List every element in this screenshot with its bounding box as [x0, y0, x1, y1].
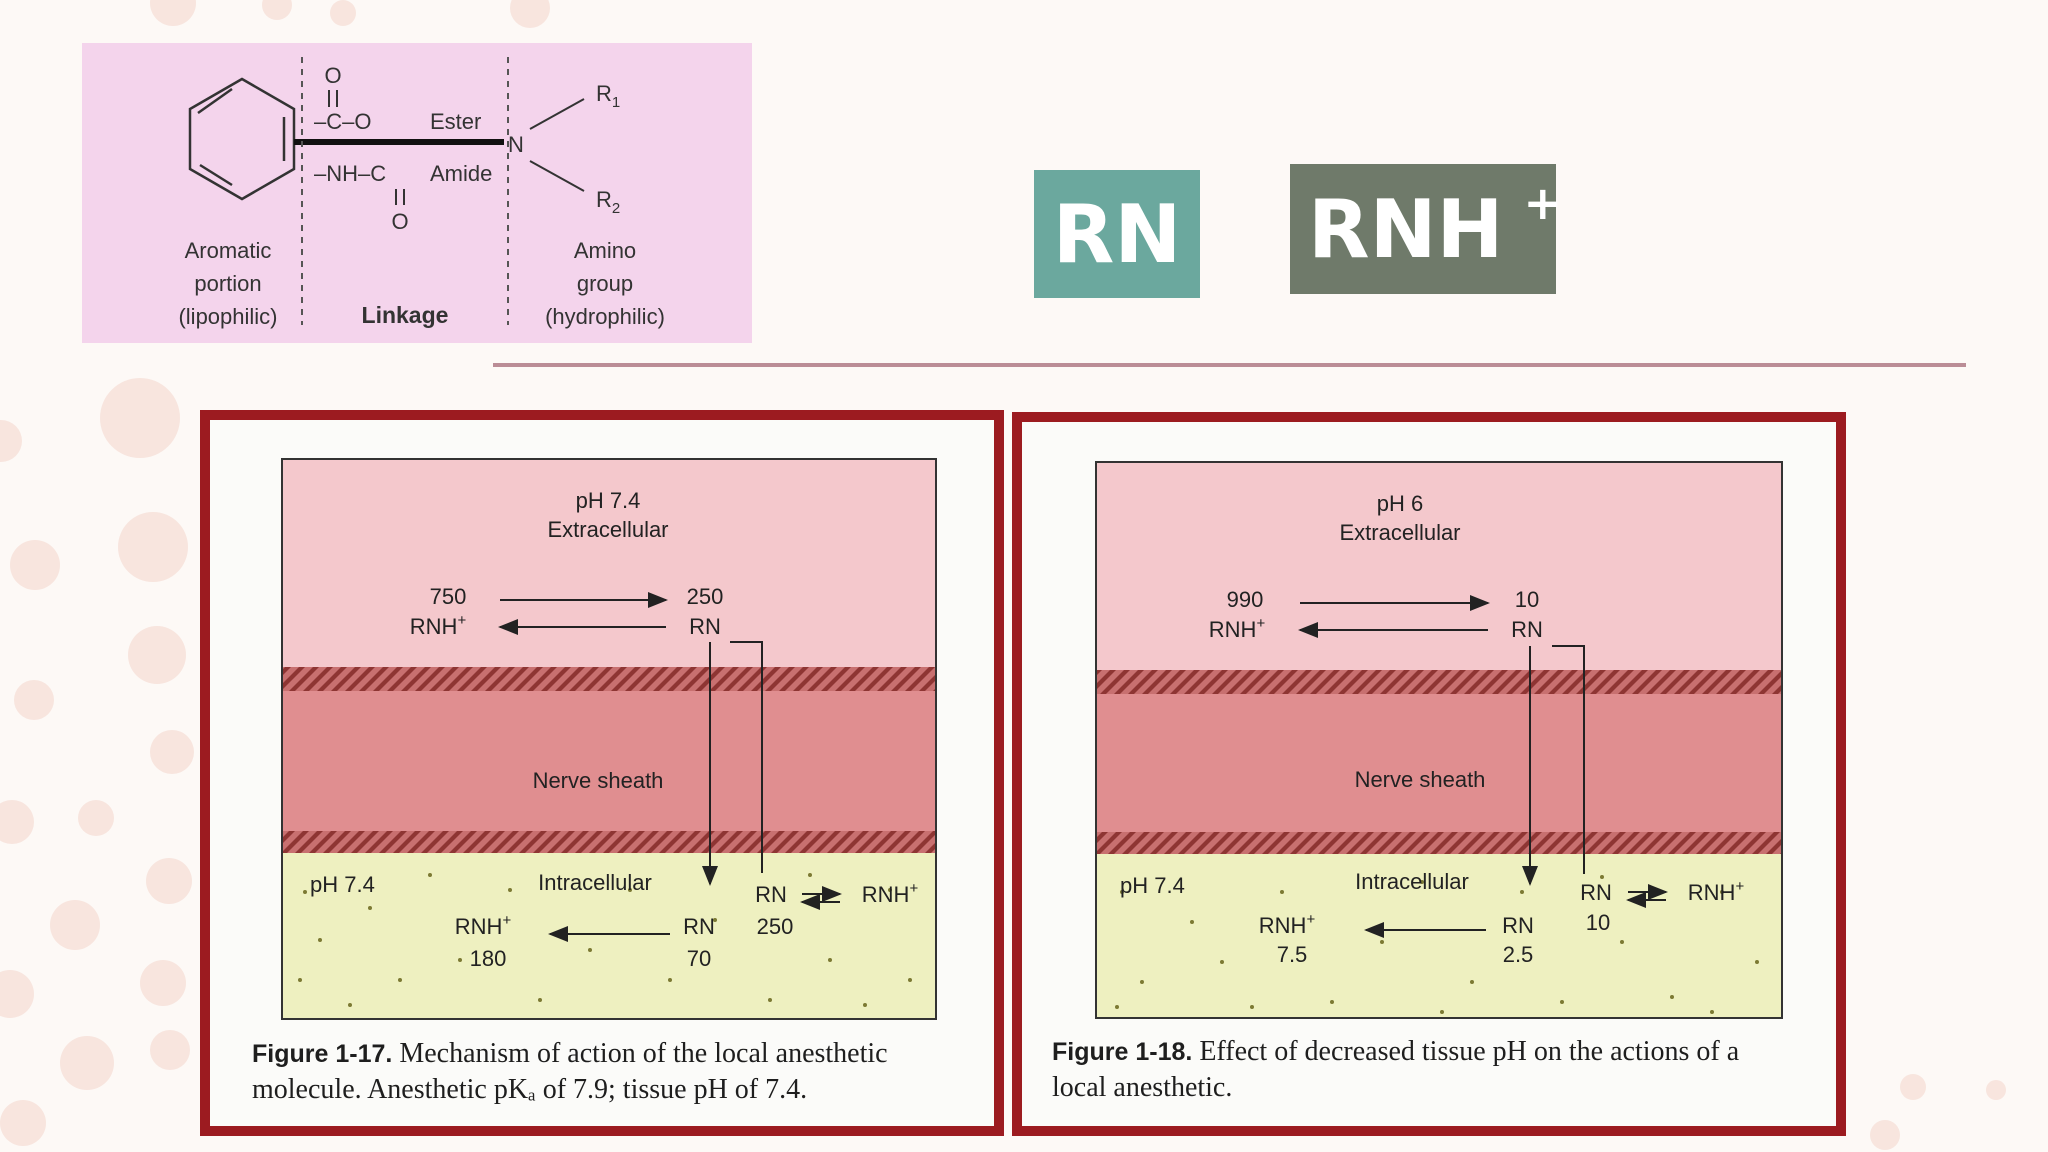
intracellular-ph: pH 7.4	[310, 872, 375, 897]
extracellular-rnh: RNH+	[1209, 615, 1266, 642]
extracellular-rnh-value: 990	[1227, 587, 1264, 612]
equilibrium-rn-value: 10	[1586, 910, 1610, 935]
ester-bond: –C–O	[314, 109, 371, 134]
intracellular-ph: pH 7.4	[1120, 873, 1185, 898]
intracellular-label: Intracellular	[538, 870, 652, 895]
extracellular-ph: pH 7.4	[576, 488, 641, 513]
r2-label: R2	[596, 187, 620, 217]
amide-carbonyl-oxygen: O	[391, 209, 408, 234]
intracellular-label: Intracellular	[1355, 869, 1469, 894]
r1-label: R1	[596, 81, 620, 111]
amide-bond: –NH–C	[314, 161, 386, 186]
ester-carbonyl-oxygen: O	[324, 63, 341, 88]
rn-badge: RN	[1034, 170, 1200, 298]
rnh-badge-label: RNH	[1308, 182, 1504, 276]
caption-label: Figure 1-17.	[252, 1040, 393, 1068]
figure-1-17: pH 7.4 Extracellular 750 RNH+ 250 RN Ner…	[200, 410, 1004, 1136]
divider-line	[493, 363, 1966, 367]
caption-text: Mechanism of action of the local anesthe…	[399, 1038, 888, 1069]
intracellular-rnh: RNH+	[1259, 911, 1316, 938]
amino-label: group	[577, 271, 633, 296]
caption-text: molecule. Anesthetic pKₐ of 7.9; tissue …	[252, 1074, 808, 1105]
diffusion-line	[730, 641, 763, 873]
extracellular-rn: RN	[689, 614, 721, 639]
intracellular-rnh-value: 180	[470, 946, 507, 971]
extracellular-rnh: RNH+	[410, 612, 467, 639]
figure-caption: Figure 1-18. Effect of decreased tissue …	[1052, 1034, 1822, 1106]
nerve-sheath-label: Nerve sheath	[1355, 767, 1486, 792]
local-anesthetic-structure: O –C–O Ester –NH–C O Amide N R1 R2 Aroma…	[82, 43, 752, 343]
figure-caption: Figure 1-17. Mechanism of action of the …	[252, 1036, 972, 1108]
intracellular-rn-value: 2.5	[1503, 942, 1534, 967]
equilibrium-rnh: RNH+	[1688, 878, 1745, 905]
aromatic-label: portion	[194, 271, 261, 296]
amide-label: Amide	[430, 161, 492, 186]
caption-label: Figure 1-18.	[1052, 1038, 1193, 1066]
extracellular-rn: RN	[1511, 617, 1543, 642]
extracellular-rnh-value: 750	[430, 584, 467, 609]
caption-text: local anesthetic.	[1052, 1072, 1233, 1103]
figure-1-18: pH 6 Extracellular 990 RNH+ 10 RN Nerve …	[1012, 412, 1846, 1136]
equilibrium-rn: RN	[1580, 880, 1612, 905]
linkage-label: Linkage	[362, 302, 449, 328]
benzene-ring	[188, 77, 296, 201]
equilibrium-rnh: RNH+	[862, 880, 919, 907]
rn-badge-label: RN	[1052, 187, 1182, 281]
extracellular-label: Extracellular	[1339, 520, 1460, 545]
intracellular-rn: RN	[1502, 913, 1534, 938]
amino-label: Amino	[574, 238, 636, 263]
equilibrium-rn-value: 250	[757, 914, 794, 939]
equilibrium-arrows	[1626, 884, 1668, 908]
intracellular-rnh-value: 7.5	[1277, 942, 1308, 967]
rnh-badge: RNH +	[1290, 164, 1562, 294]
aromatic-label: (lipophilic)	[178, 304, 277, 329]
rnh-badge-charge: +	[1523, 176, 1563, 230]
amine-nitrogen: N	[508, 132, 524, 157]
intracellular-rn: RN	[683, 914, 715, 939]
equilibrium-arrows	[800, 886, 842, 910]
extracellular-label: Extracellular	[547, 517, 668, 542]
equilibrium-rn: RN	[755, 882, 787, 907]
ester-label: Ester	[430, 109, 481, 134]
extracellular-ph: pH 6	[1377, 491, 1423, 516]
intracellular-rnh: RNH+	[455, 912, 512, 939]
amino-label: (hydrophilic)	[545, 304, 665, 329]
extracellular-rn-value: 250	[687, 584, 724, 609]
caption-text: Effect of decreased tissue pH on the act…	[1199, 1036, 1740, 1067]
extracellular-rn-value: 10	[1515, 587, 1539, 612]
nerve-sheath-label: Nerve sheath	[533, 768, 664, 793]
intracellular-rn-value: 70	[687, 946, 711, 971]
diffusion-line	[1552, 645, 1585, 874]
aromatic-label: Aromatic	[185, 238, 272, 263]
